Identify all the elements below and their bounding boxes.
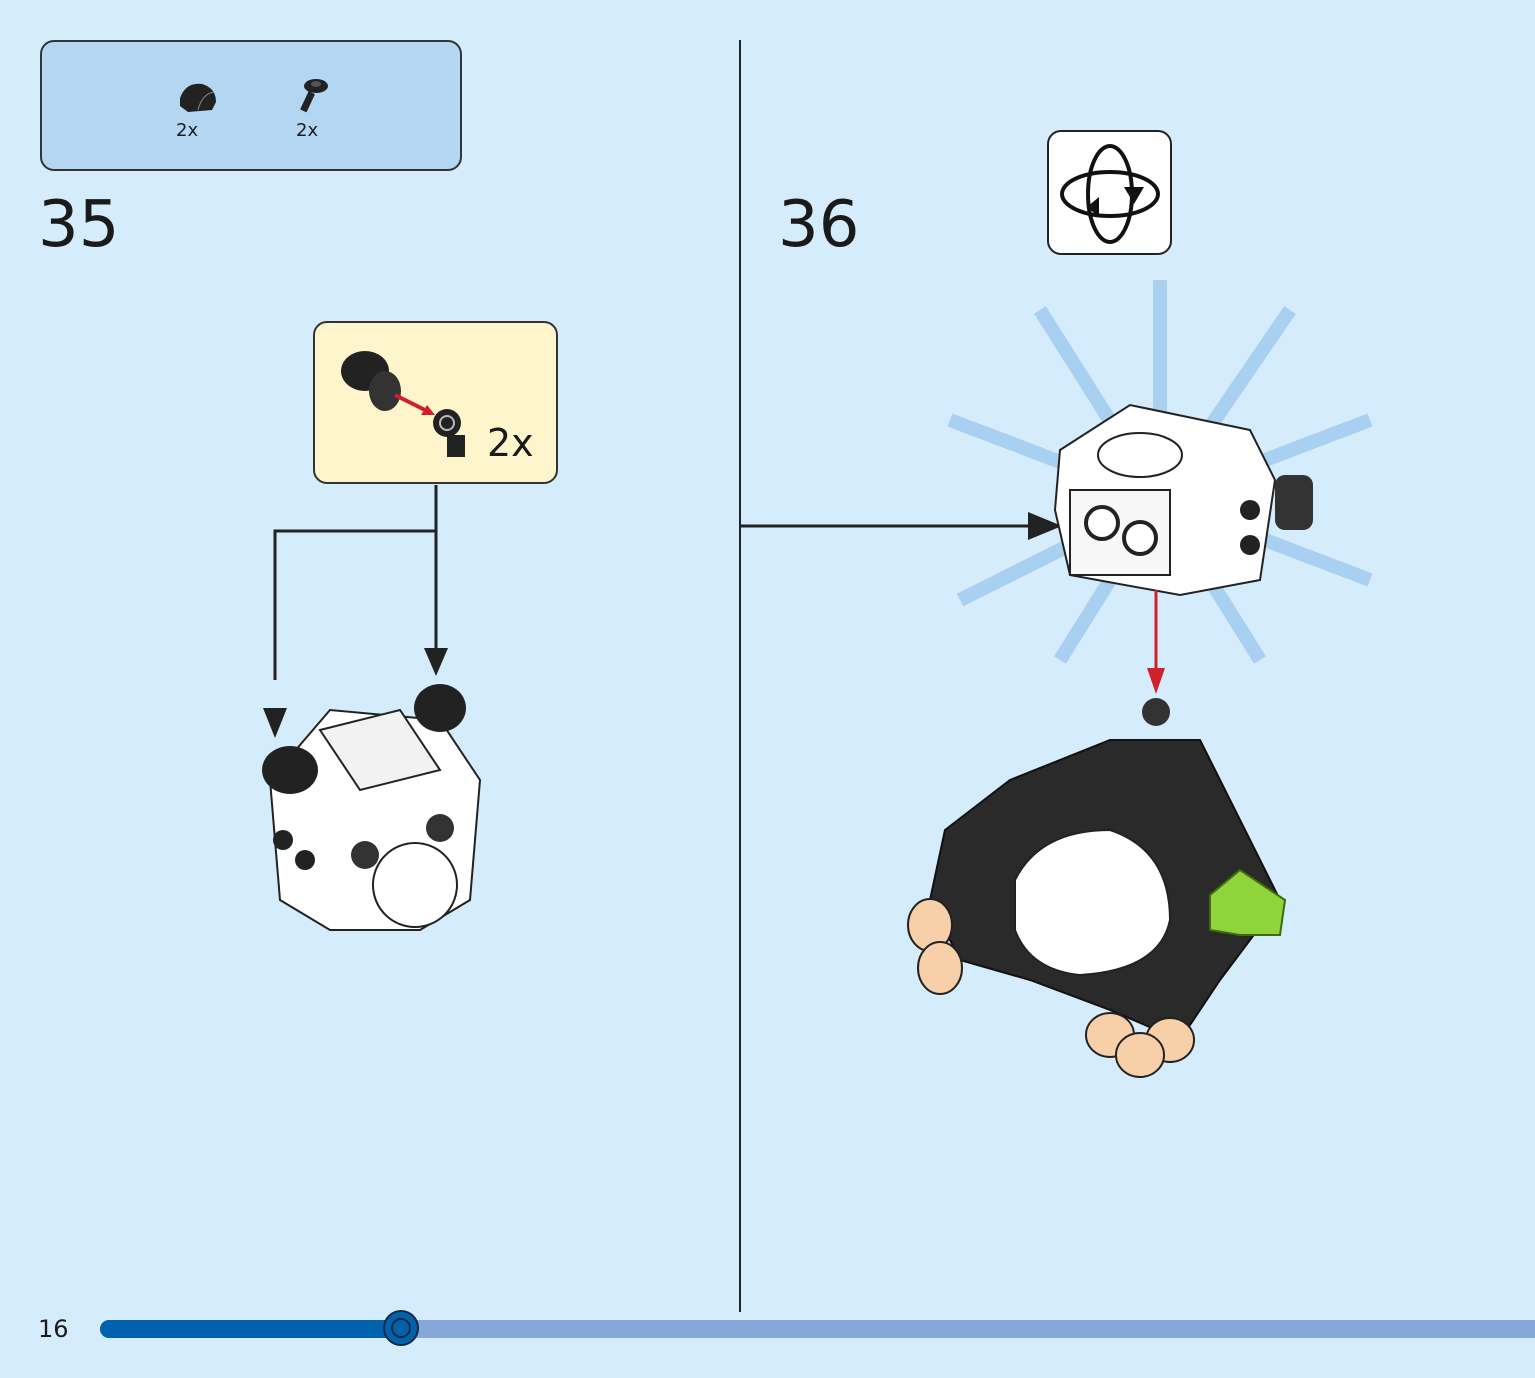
- arrow-head: [263, 708, 287, 738]
- progress-fill: [100, 1320, 402, 1338]
- step35-model: [262, 684, 482, 931]
- progress-knob: [383, 1310, 420, 1346]
- rotate-model-icon: [1047, 130, 1172, 255]
- progress-bar: [100, 1310, 1535, 1346]
- sub-assembly-illustration: [341, 351, 465, 457]
- part-quantity: 2x: [296, 120, 319, 141]
- arrow-head: [424, 648, 448, 676]
- sub-assembly-callout: 2x: [313, 321, 558, 484]
- clip-plate-icon: [300, 79, 328, 113]
- assembly-arrows: [273, 485, 1030, 680]
- step-illustrations: [262, 280, 1373, 1078]
- arrow-head: [1028, 512, 1062, 540]
- part-quantity: 2x: [176, 120, 199, 141]
- callout-quantity: 2x: [487, 421, 534, 465]
- page-number: 16: [38, 1315, 69, 1343]
- step36-model: [907, 280, 1373, 1078]
- step-number: 36: [778, 188, 860, 262]
- curved-slope-brick-icon: [180, 83, 216, 112]
- step-divider: [739, 40, 741, 1312]
- parts-list-box: 2x 2x: [40, 40, 462, 171]
- step-number: 35: [38, 188, 120, 262]
